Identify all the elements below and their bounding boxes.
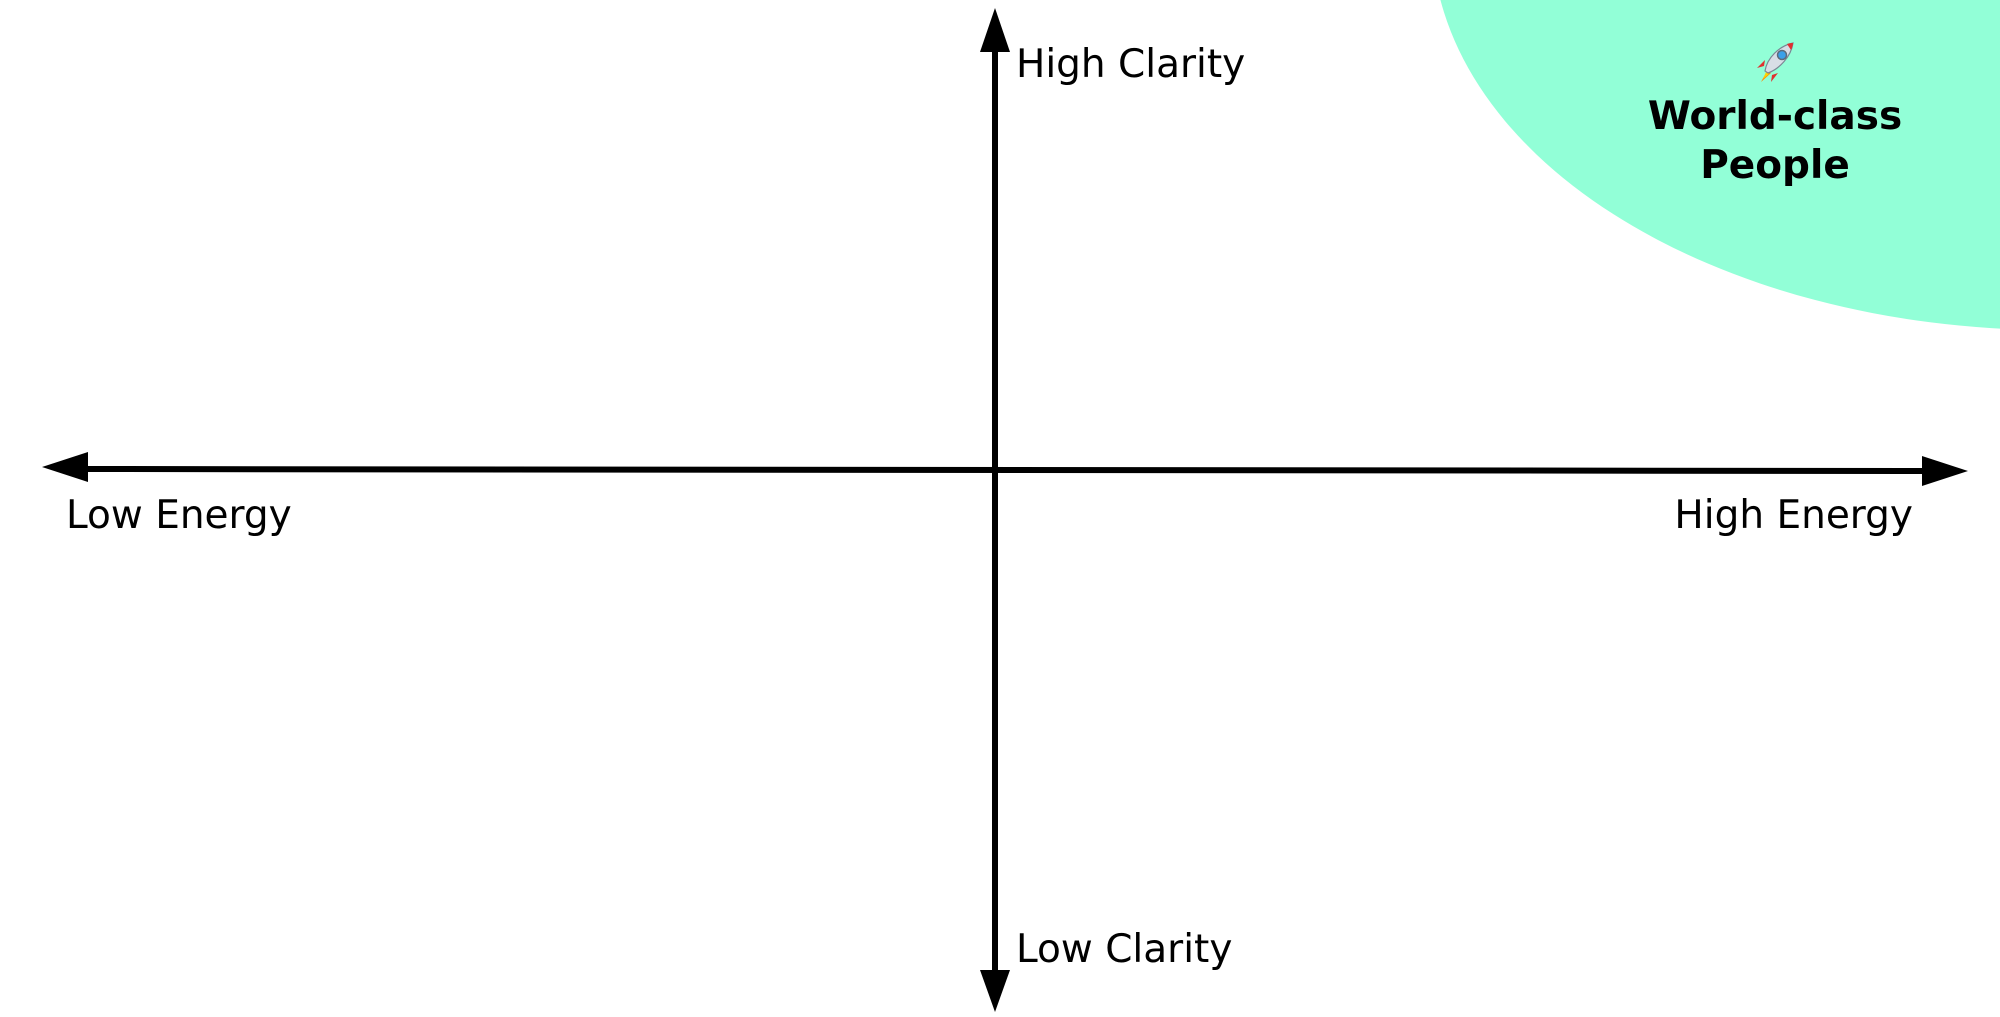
low-clarity-label: Low Clarity [1016,927,1233,972]
rocket-icon [1757,42,1794,82]
horizontal-axis [79,466,1931,474]
quadrant-title-line1: World-class [1647,94,1903,139]
arrow-left-icon [42,452,88,482]
arrow-right-icon [1922,456,1968,486]
quadrant-title-line2: People [1700,143,1850,188]
arrow-down-icon [980,970,1010,1012]
world-class-quadrant: World-class People [1610,38,1940,190]
arrow-up-icon [980,8,1010,52]
low-energy-label: Low Energy [66,493,292,538]
high-energy-label: High Energy [1674,493,1913,538]
high-clarity-label: High Clarity [1016,42,1246,87]
